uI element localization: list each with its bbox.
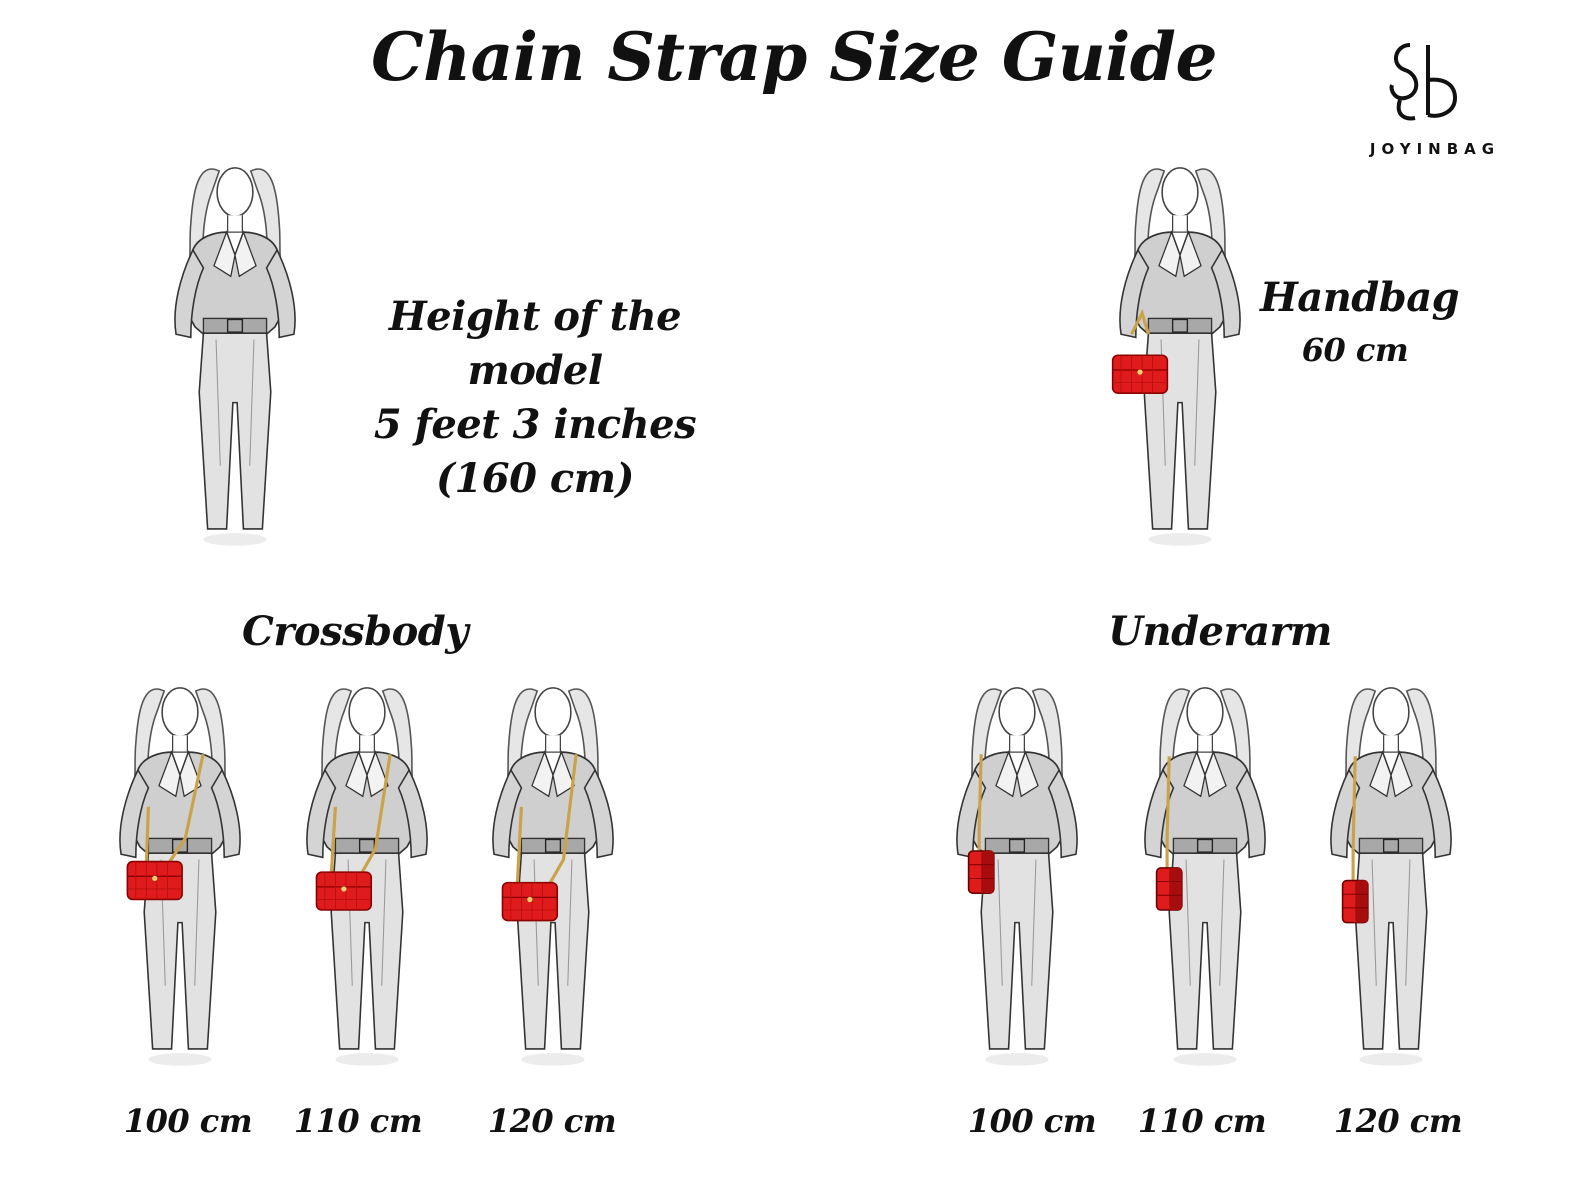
model-height-text: Height of the model 5 feet 3 inches (160… bbox=[340, 290, 730, 506]
handbag-label: Handbag bbox=[1260, 274, 1460, 321]
underarm-figure-120 bbox=[1330, 687, 1452, 1067]
crossbody-figure-100 bbox=[119, 687, 241, 1067]
page-title: Chain Strap Size Guide bbox=[371, 18, 1217, 96]
crossbody-size-110: 110 cm bbox=[293, 1102, 423, 1140]
underarm-figure-100 bbox=[956, 687, 1078, 1067]
underarm-figure-110 bbox=[1144, 687, 1266, 1067]
brand-name: JOYINBAG bbox=[1369, 140, 1501, 158]
underarm-size-110: 110 cm bbox=[1137, 1102, 1267, 1140]
crossbody-size-100: 100 cm bbox=[123, 1102, 253, 1140]
model-line-1: Height of the model bbox=[388, 293, 682, 394]
crossbody-heading: Crossbody bbox=[242, 608, 469, 655]
crossbody-figure-120 bbox=[492, 687, 614, 1067]
underarm-size-100: 100 cm bbox=[967, 1102, 1097, 1140]
jb-monogram-icon bbox=[1389, 43, 1458, 121]
underarm-heading: Underarm bbox=[1108, 608, 1332, 655]
crossbody-figure-110 bbox=[306, 687, 428, 1067]
model-line-3: (160 cm) bbox=[436, 455, 634, 502]
underarm-size-120: 120 cm bbox=[1333, 1102, 1463, 1140]
model-line-2: 5 feet 3 inches bbox=[373, 401, 697, 448]
handbag-value: 60 cm bbox=[1301, 331, 1409, 369]
model-figure bbox=[174, 167, 296, 547]
handbag-figure bbox=[1111, 167, 1241, 547]
crossbody-size-120: 120 cm bbox=[487, 1102, 617, 1140]
handbag-info: Handbag 60 cm bbox=[1260, 272, 1460, 376]
